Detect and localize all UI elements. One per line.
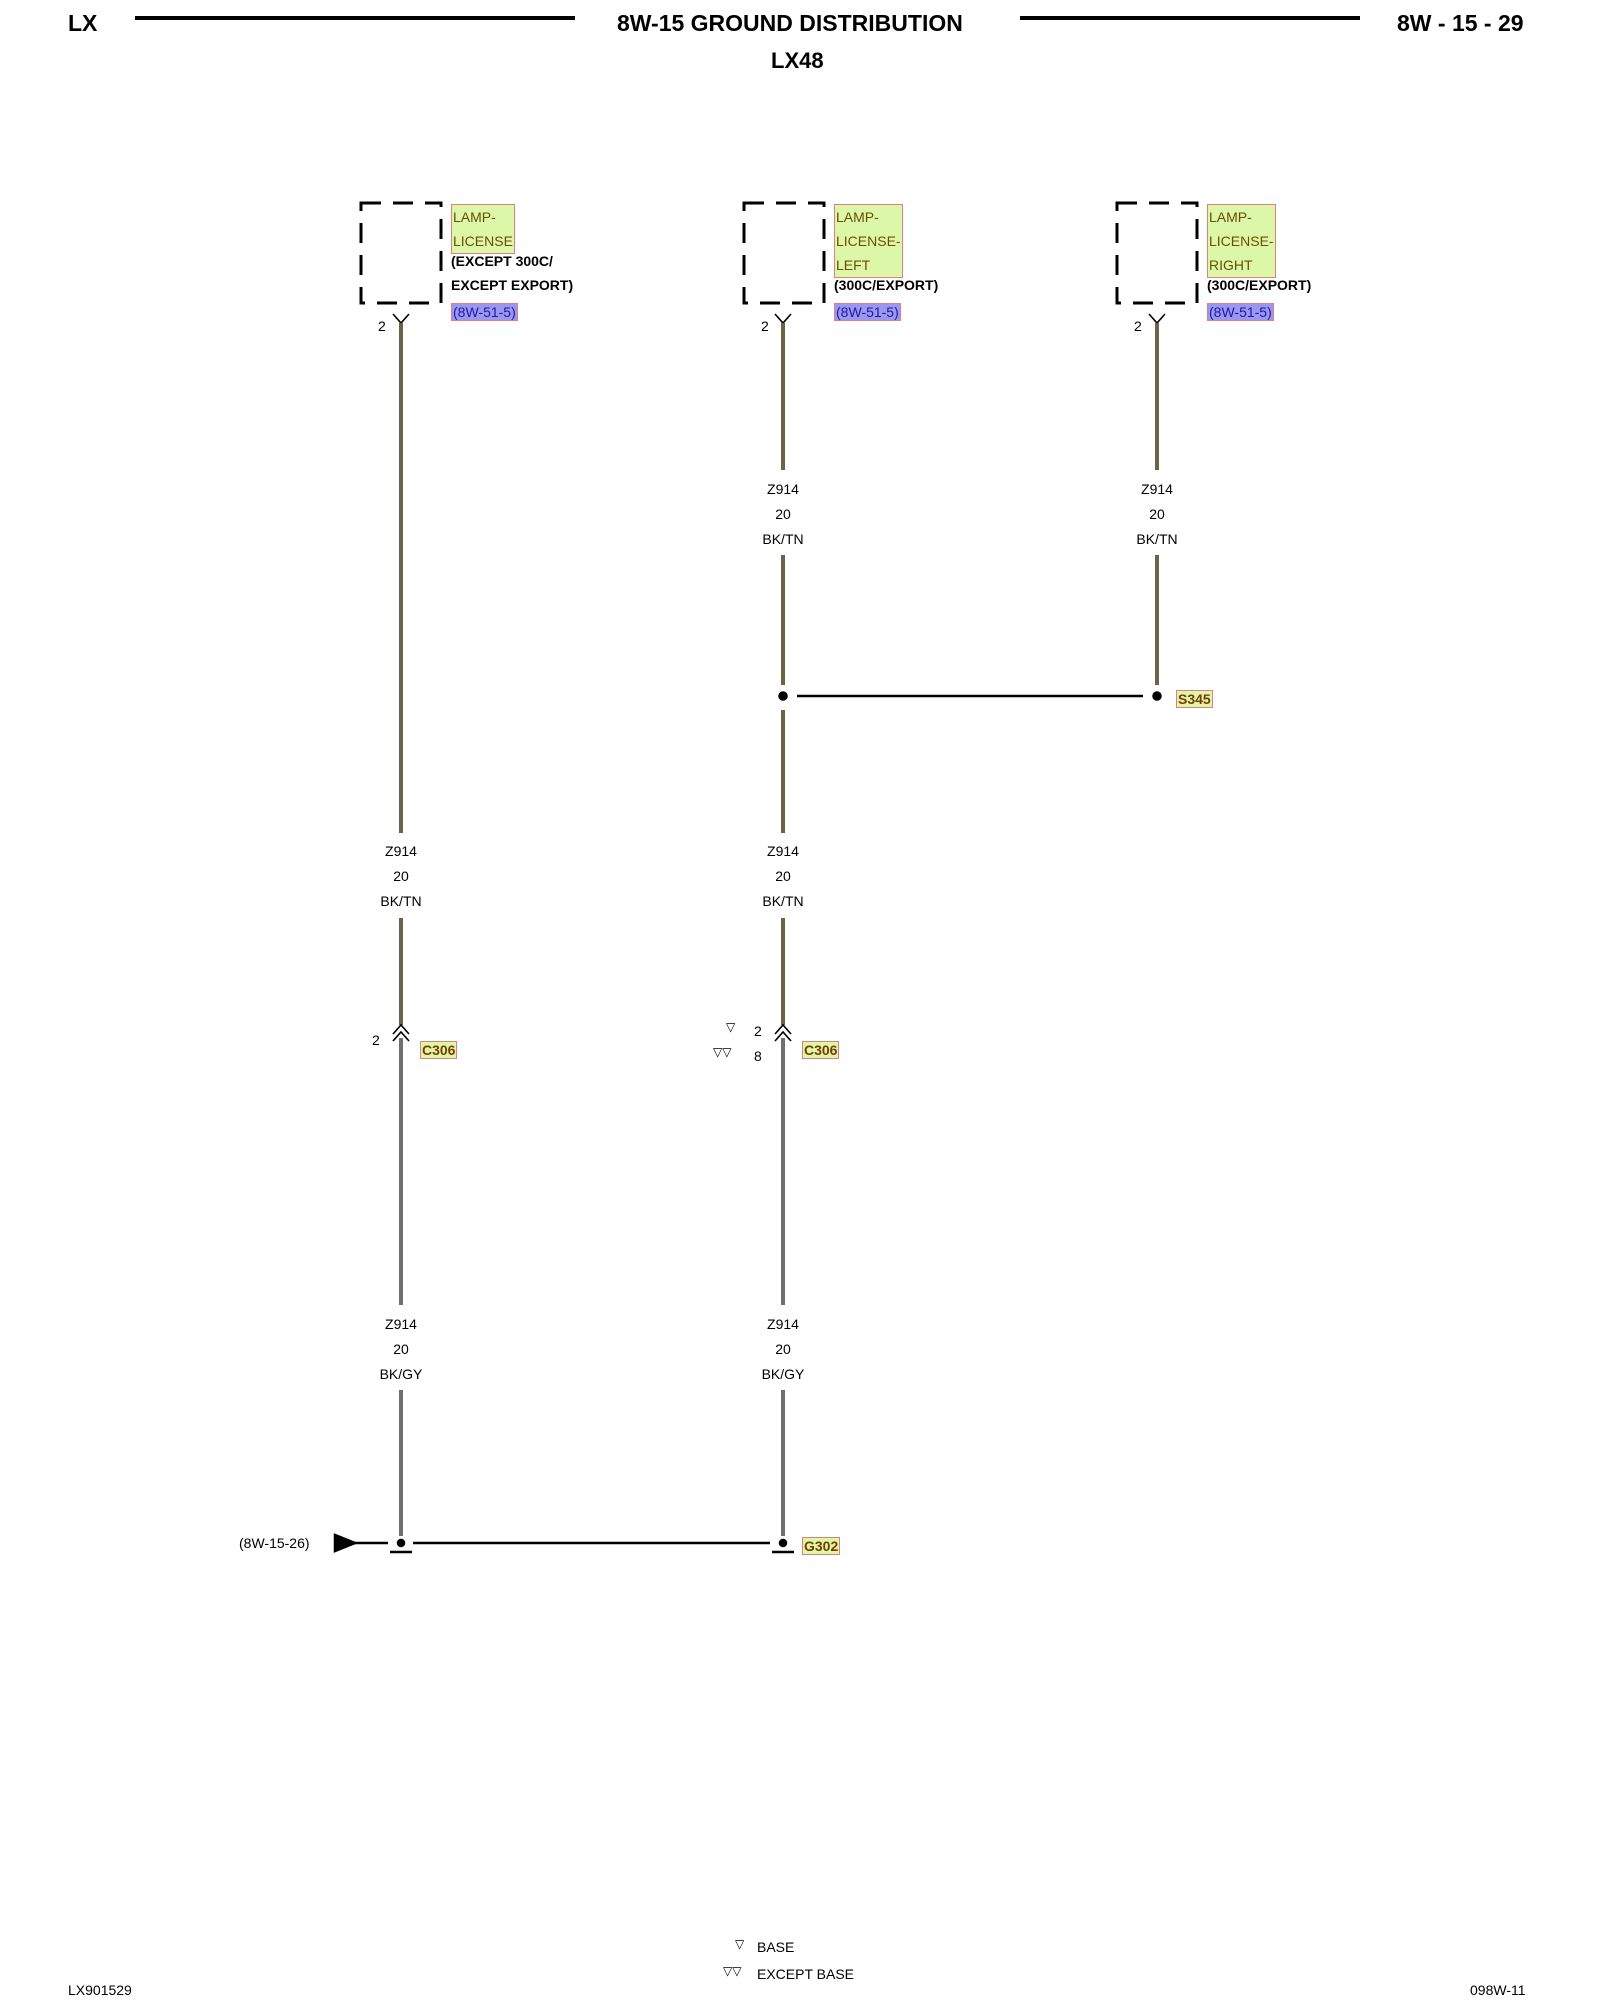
- ground-ref[interactable]: (8W-15-26): [239, 1535, 310, 1551]
- wire-id: Z914: [767, 843, 799, 859]
- component-3-ref[interactable]: (8W-51-5): [1207, 303, 1274, 321]
- wire-label-mid-top: Z914 20 BK/TN: [743, 477, 823, 552]
- component-1-note-2: EXCEPT EXPORT): [451, 277, 574, 293]
- terminal-1: [392, 313, 410, 325]
- component-name-3: LAMP- LICENSE- RIGHT: [1207, 204, 1276, 278]
- connector-mid-pin-base: 2: [754, 1023, 762, 1039]
- component-3-line-3: RIGHT: [1209, 257, 1253, 273]
- component-2-note-1: (300C/EXPORT): [834, 277, 939, 293]
- component-2-pin: 2: [761, 318, 769, 334]
- wire-color: BK/GY: [379, 1366, 423, 1382]
- component-2-line-1: LAMP-: [836, 209, 879, 225]
- connector-mid-pin-except: 8: [754, 1048, 762, 1064]
- wire-label-right-top: Z914 20 BK/TN: [1117, 477, 1197, 552]
- wire-id: Z914: [385, 843, 417, 859]
- wire-label-mid-mid: Z914 20 BK/TN: [743, 839, 823, 914]
- wire-id: Z914: [1141, 481, 1173, 497]
- page-title: 8W-15 GROUND DISTRIBUTION: [617, 10, 963, 36]
- page-number: 8W - 15 - 29: [1397, 10, 1524, 36]
- connector-left-upper: [392, 1023, 410, 1035]
- component-box-2: [742, 201, 826, 305]
- legend-base-symbol: ▽: [735, 1937, 745, 1951]
- connector-left-pin: 2: [372, 1032, 380, 1048]
- wire-gauge: 20: [393, 1341, 409, 1357]
- ground-label[interactable]: G302: [802, 1537, 841, 1555]
- wire-color: BK/TN: [762, 531, 804, 547]
- wire-id: Z914: [767, 1316, 799, 1332]
- wire-id: Z914: [767, 481, 799, 497]
- component-1-note-1: (EXCEPT 300C/: [451, 253, 553, 269]
- wire-color: BK/GY: [761, 1366, 805, 1382]
- component-2-line-3: LEFT: [836, 257, 871, 273]
- component-name-1: LAMP- LICENSE: [451, 204, 515, 254]
- connector-left-lower: [392, 1030, 410, 1042]
- component-3-pin: 2: [1134, 318, 1142, 334]
- wire-color: BK/TN: [1136, 531, 1178, 547]
- splice-dot-right: [1152, 691, 1162, 701]
- component-1-line-1: LAMP-: [453, 209, 496, 225]
- legend-base-label: BASE: [757, 1939, 795, 1955]
- connector-left-label[interactable]: C306: [420, 1041, 458, 1059]
- wire-label-left-low: Z914 20 BK/GY: [361, 1312, 441, 1387]
- wire-color: BK/TN: [380, 893, 422, 909]
- component-1-pin: 2: [378, 318, 386, 334]
- connector-mid-lower: [774, 1030, 792, 1042]
- component-name-2: LAMP- LICENSE- LEFT: [834, 204, 903, 278]
- ground-dot-left: [396, 1538, 406, 1548]
- legend-except-base-symbol: ▽▽: [723, 1964, 742, 1978]
- wire-color: BK/TN: [762, 893, 804, 909]
- ground-arrow: [333, 1533, 359, 1553]
- footer-right-code: 098W-11: [1470, 1982, 1526, 1998]
- terminal-2: [774, 313, 792, 325]
- splice-label[interactable]: S345: [1176, 690, 1213, 708]
- header-rule-right: [1020, 16, 1360, 20]
- component-2-ref[interactable]: (8W-51-5): [834, 303, 901, 321]
- component-2-line-2: LICENSE-: [836, 233, 901, 249]
- terminal-3: [1148, 313, 1166, 325]
- wire-gauge: 20: [1149, 506, 1165, 522]
- wire-label-left-mid: Z914 20 BK/TN: [361, 839, 441, 914]
- page-subtitle: LX48: [771, 48, 824, 73]
- wire-gauge: 20: [775, 868, 791, 884]
- component-3-note-1: (300C/EXPORT): [1207, 277, 1312, 293]
- component-box-1: [359, 201, 443, 305]
- connector-mid-base-symbol: ▽: [726, 1020, 736, 1034]
- header-rule-left: [135, 16, 575, 20]
- legend-except-base-label: EXCEPT BASE: [757, 1966, 855, 1982]
- component-1-line-2: LICENSE: [453, 233, 513, 249]
- connector-mid-label[interactable]: C306: [802, 1041, 840, 1059]
- component-3-line-2: LICENSE-: [1209, 233, 1274, 249]
- ground-dot-mid: [778, 1538, 788, 1548]
- splice-dot-mid: [778, 691, 788, 701]
- component-box-3: [1115, 201, 1199, 305]
- wire-gauge: 20: [775, 506, 791, 522]
- wire-gauge: 20: [775, 1341, 791, 1357]
- header-left: LX: [68, 10, 98, 36]
- component-1-ref[interactable]: (8W-51-5): [451, 303, 518, 321]
- wire-id: Z914: [385, 1316, 417, 1332]
- footer-left-code: LX901529: [68, 1982, 132, 1998]
- wire-gauge: 20: [393, 868, 409, 884]
- component-3-line-1: LAMP-: [1209, 209, 1252, 225]
- connector-mid-except-symbol: ▽▽: [713, 1045, 732, 1059]
- wire-label-mid-low: Z914 20 BK/GY: [743, 1312, 823, 1387]
- connector-mid-upper: [774, 1023, 792, 1035]
